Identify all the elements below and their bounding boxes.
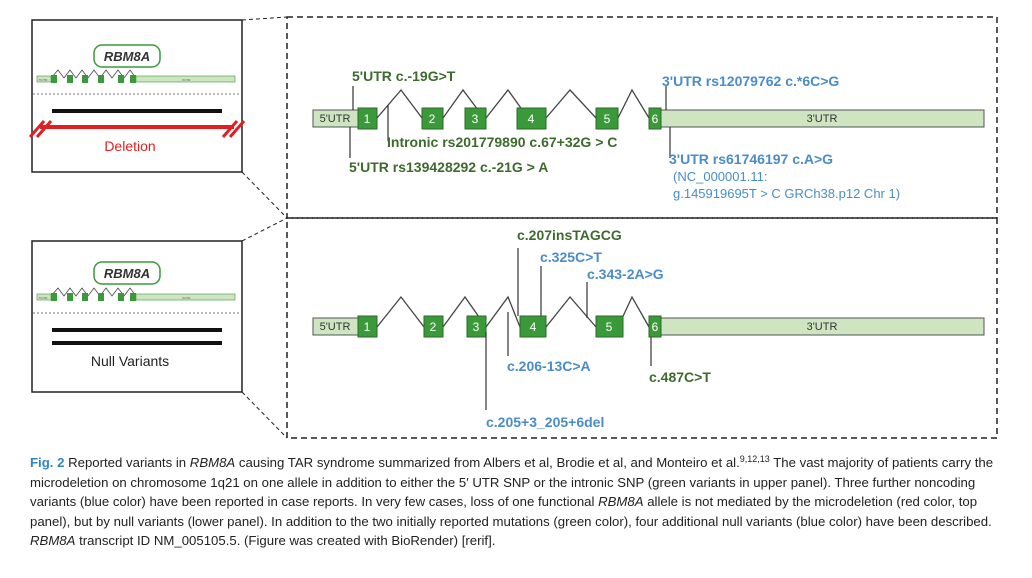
svg-text:3: 3 [473,320,480,334]
svg-text:2: 2 [429,112,436,126]
variant-figure: RBM8A 5'UTR 3'UTR Deletion [28,16,998,439]
bottom-exon-6 [648,315,662,338]
variant-c207insTAGCG: c.207insTAGCG [517,227,622,243]
top-exon-4 [516,107,547,130]
figure-caption: Fig. 2 Reported variants in RBM8A causin… [30,454,994,549]
citation-refs: 9,12,13 [739,454,770,464]
svg-text:1: 1 [364,320,371,334]
bottom-detail-panel [286,217,998,439]
bottom-zoom-connector-1 [241,217,288,242]
top-transcript: 5'UTR 3'UTR 1 2 3 4 5 6 [312,88,985,130]
variant-c206-13C-A: c.206-13C>A [507,358,591,374]
variant-note-line-2: g.145919695T > C GRCh38.p12 Chr 1) [673,186,900,201]
null-variants-label: Null Variants [91,353,169,369]
variant-5utr-rs139428292: 5'UTR rs139428292 c.-21G > A [349,159,548,175]
bottom-inset-gene-name: RBM8A [104,266,150,281]
variant-note-line-1: (NC_000001.11: [673,169,767,184]
top-exon-5 [595,107,619,130]
bottom-exon-5 [595,315,624,338]
svg-text:5: 5 [606,320,613,334]
variant-c205-3-205-6del: c.205+3_205+6del [486,414,604,430]
svg-text:5'UTR: 5'UTR [320,321,351,333]
top-exon-3 [464,107,487,130]
svg-text:5'UTR: 5'UTR [320,113,351,125]
svg-text:3'UTR: 3'UTR [182,78,191,82]
bottom-panel: RBM8A 5'UTR 3'UTR Null Variants 5'UTR 3' [31,217,998,439]
top-inset-mini-transcript: 5'UTR 3'UTR [36,69,236,83]
deletion-break-right-2 [228,120,246,138]
svg-text:6: 6 [652,320,659,334]
svg-text:6: 6 [652,112,659,126]
svg-text:4: 4 [530,320,537,334]
variant-c325C-T: c.325C>T [540,249,602,265]
deletion-break-left-2 [35,120,53,138]
top-exon-6 [648,107,662,130]
svg-text:5'UTR: 5'UTR [39,78,48,82]
variant-c343-2A-G: c.343-2A>G [587,266,664,282]
bottom-inset-mini-transcript: 5'UTR 3'UTR [36,287,236,301]
variant-5utr-c-19: 5'UTR c.-19G>T [352,68,456,84]
bottom-exon-2 [423,315,444,338]
bottom-exon-1 [357,315,378,338]
svg-text:3: 3 [472,112,479,126]
bottom-zoom-connector-2 [241,391,288,439]
svg-text:4: 4 [528,112,535,126]
top-inset-gene-name: RBM8A [104,49,150,64]
svg-text:3'UTR: 3'UTR [807,321,838,333]
bottom-exon-4 [519,315,547,338]
variant-c487C-T: c.487C>T [649,369,711,385]
top-zoom-connector-2 [241,171,288,219]
top-panel: RBM8A 5'UTR 3'UTR Deletion [28,16,998,219]
svg-text:5'UTR: 5'UTR [39,296,48,300]
variant-3utr-rs12079762: 3'UTR rs12079762 c.*6C>G [662,73,839,89]
deletion-label: Deletion [104,138,155,154]
figure-label: Fig. 2 [30,455,65,470]
svg-text:5: 5 [604,112,611,126]
top-zoom-connector-1 [241,16,288,21]
top-exon-1 [357,107,378,130]
svg-text:3'UTR: 3'UTR [182,296,191,300]
svg-text:3'UTR: 3'UTR [807,113,838,125]
variant-intronic-rs201779890: Intronic rs201779890 c.67+32G > C [387,134,617,150]
deletion-break-right-1 [221,120,239,138]
top-inset-gene-badge [93,44,161,68]
svg-text:1: 1 [364,112,371,126]
variant-3utr-rs61746197: 3'UTR rs61746197 c.A>G [669,151,833,167]
svg-text:2: 2 [430,320,437,334]
bottom-transcript: 5'UTR 3'UTR 1 2 3 4 5 6 [312,295,985,338]
top-exon-2 [421,107,444,130]
bottom-exon-3 [466,315,487,338]
deletion-break-left-1 [28,120,46,138]
bottom-inset-gene-badge [93,261,161,285]
